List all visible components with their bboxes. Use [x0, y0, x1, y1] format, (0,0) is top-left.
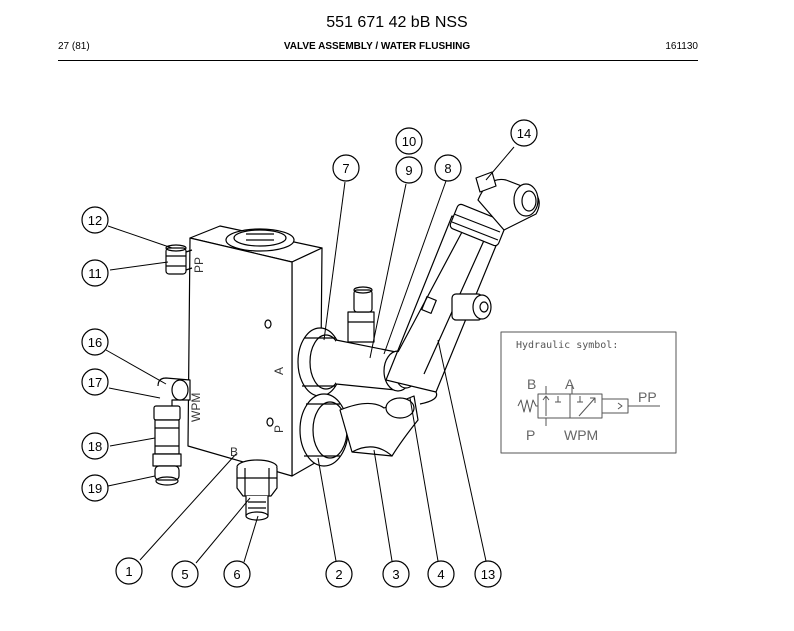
callout-2: 2	[325, 560, 353, 588]
page-number: 27 (81)	[58, 41, 90, 52]
hydraulic-symbol-box	[500, 331, 677, 454]
callout-8: 8	[434, 154, 462, 182]
callout-16: 16	[81, 328, 109, 356]
mark-pp: PP	[192, 257, 206, 273]
svg-text:17: 17	[88, 375, 102, 390]
leader-lines	[105, 146, 515, 564]
svg-text:13: 13	[481, 567, 495, 582]
callout-11: 11	[81, 259, 109, 287]
hydraulic-symbol-title: Hydraulic symbol:	[516, 340, 618, 351]
header-rule	[58, 60, 698, 61]
callout-5: 5	[171, 560, 199, 588]
left-fittings	[152, 244, 193, 486]
svg-text:3: 3	[392, 567, 399, 582]
mark-b: B	[230, 445, 238, 459]
svg-text:8: 8	[444, 161, 451, 176]
svg-text:11: 11	[88, 266, 102, 281]
callout-1: 1	[115, 557, 143, 585]
svg-text:9: 9	[405, 163, 412, 178]
hyd-port-p: P	[526, 427, 535, 443]
document-number: 551 671 42 bB NSS	[326, 14, 468, 31]
svg-text:4: 4	[437, 567, 444, 582]
svg-text:2: 2	[335, 567, 342, 582]
section-title: VALVE ASSEMBLY / WATER FLUSHING	[283, 41, 471, 52]
hyd-port-pp: PP	[638, 389, 657, 405]
callout-12: 12	[81, 206, 109, 234]
hyd-port-a: A	[565, 376, 575, 392]
callout-6: 6	[223, 560, 251, 588]
svg-text:5: 5	[181, 567, 188, 582]
callout-13: 13	[474, 560, 502, 588]
callout-10: 10	[395, 127, 423, 155]
callout-7: 7	[332, 154, 360, 182]
callout-14: 14	[510, 119, 538, 147]
svg-text:7: 7	[342, 161, 349, 176]
svg-text:6: 6	[233, 567, 240, 582]
callout-9: 9	[395, 156, 423, 184]
upper-valve	[385, 171, 540, 405]
callout-18: 18	[81, 432, 109, 460]
hyd-port-b: B	[527, 376, 536, 392]
mark-a: A	[272, 367, 286, 375]
mark-p: P	[272, 425, 286, 433]
callout-4: 4	[427, 560, 455, 588]
bottom-fitting	[236, 468, 278, 521]
date-code: 161130	[665, 41, 698, 52]
svg-text:1: 1	[125, 564, 132, 579]
svg-text:19: 19	[88, 481, 102, 496]
callout-19: 19	[81, 474, 109, 502]
svg-text:14: 14	[517, 126, 531, 141]
mark-wpm: WPM	[189, 393, 203, 422]
svg-text:10: 10	[402, 134, 416, 149]
callout-3: 3	[382, 560, 410, 588]
svg-text:18: 18	[88, 439, 102, 454]
hyd-wpm: WPM	[564, 427, 598, 443]
svg-text:16: 16	[88, 335, 102, 350]
svg-text:12: 12	[88, 213, 102, 228]
callout-17: 17	[81, 368, 109, 396]
